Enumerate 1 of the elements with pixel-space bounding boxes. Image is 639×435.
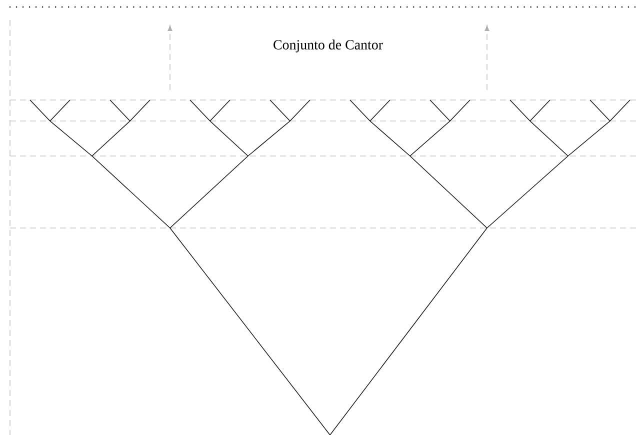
label: Conjunto de Cantor [274,40,383,52]
